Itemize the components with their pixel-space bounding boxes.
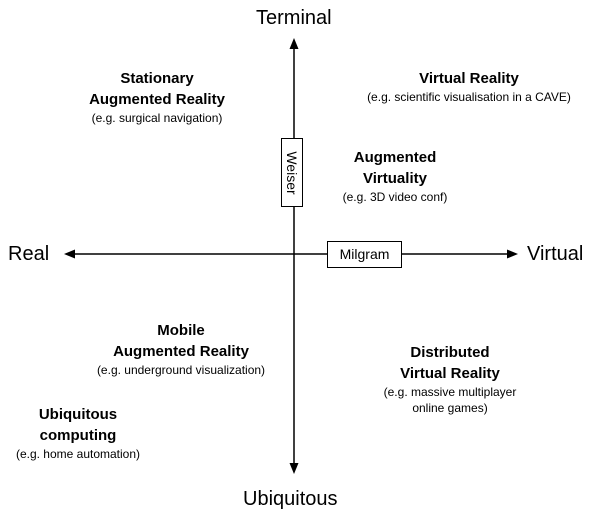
axis-label-terminal: Terminal: [256, 7, 332, 29]
region-distributed-vr: Distributed Virtual Reality (e.g. massiv…: [360, 342, 540, 416]
region-ubiquitous-computing: Ubiquitous computing (e.g. home automati…: [0, 404, 156, 462]
region-virtual-reality: Virtual Reality (e.g. scientific visuali…: [338, 68, 594, 105]
ubiquitous-computing-title-line1: Ubiquitous: [38, 406, 118, 423]
milgram-box: Milgram: [327, 241, 402, 268]
ubiquitous-computing-example: (e.g. home automation): [15, 447, 141, 461]
mobile-ar-title-line1: Mobile: [157, 322, 205, 339]
distributed-vr-title-line1: Distributed: [410, 344, 490, 361]
region-augmented-virtuality: Augmented Virtuality (e.g. 3D video conf…: [325, 147, 465, 205]
augmented-virtuality-example: (e.g. 3D video conf): [342, 190, 448, 204]
distributed-vr-example-line2: online games): [412, 401, 488, 415]
distributed-vr-example-line1: (e.g. massive multiplayer: [383, 385, 517, 399]
axis-label-ubiquitous: Ubiquitous: [243, 488, 338, 510]
stationary-ar-title-line2: Augmented Reality: [89, 91, 225, 108]
right-arrowhead: [507, 249, 518, 259]
augmented-virtuality-title-line1: Augmented: [353, 149, 437, 166]
virtual-reality-example: (e.g. scientific visualisation in a CAVE…: [367, 90, 571, 104]
augmented-virtuality-title-line2: Virtuality: [363, 170, 427, 187]
down-arrowhead: [289, 463, 299, 474]
mobile-ar-example: (e.g. underground visualization): [96, 363, 266, 377]
mobile-ar-title-line2: Augmented Reality: [113, 343, 249, 360]
stationary-ar-title-line1: Stationary: [120, 70, 194, 87]
virtual-reality-title: Virtual Reality: [419, 70, 519, 87]
ubiquitous-computing-title-line2: computing: [39, 427, 117, 444]
region-stationary-ar: Stationary Augmented Reality (e.g. surgi…: [57, 68, 257, 126]
left-arrowhead: [64, 249, 75, 259]
stationary-ar-example: (e.g. surgical navigation): [91, 111, 223, 125]
axis-label-real: Real: [8, 243, 50, 265]
region-mobile-ar: Mobile Augmented Reality (e.g. undergrou…: [71, 320, 291, 378]
weiser-box: Weiser: [281, 138, 303, 207]
up-arrowhead: [289, 38, 299, 49]
weiser-label: Weiser: [284, 150, 300, 195]
axis-label-virtual: Virtual: [527, 243, 584, 265]
distributed-vr-title-line2: Virtual Reality: [400, 365, 500, 382]
